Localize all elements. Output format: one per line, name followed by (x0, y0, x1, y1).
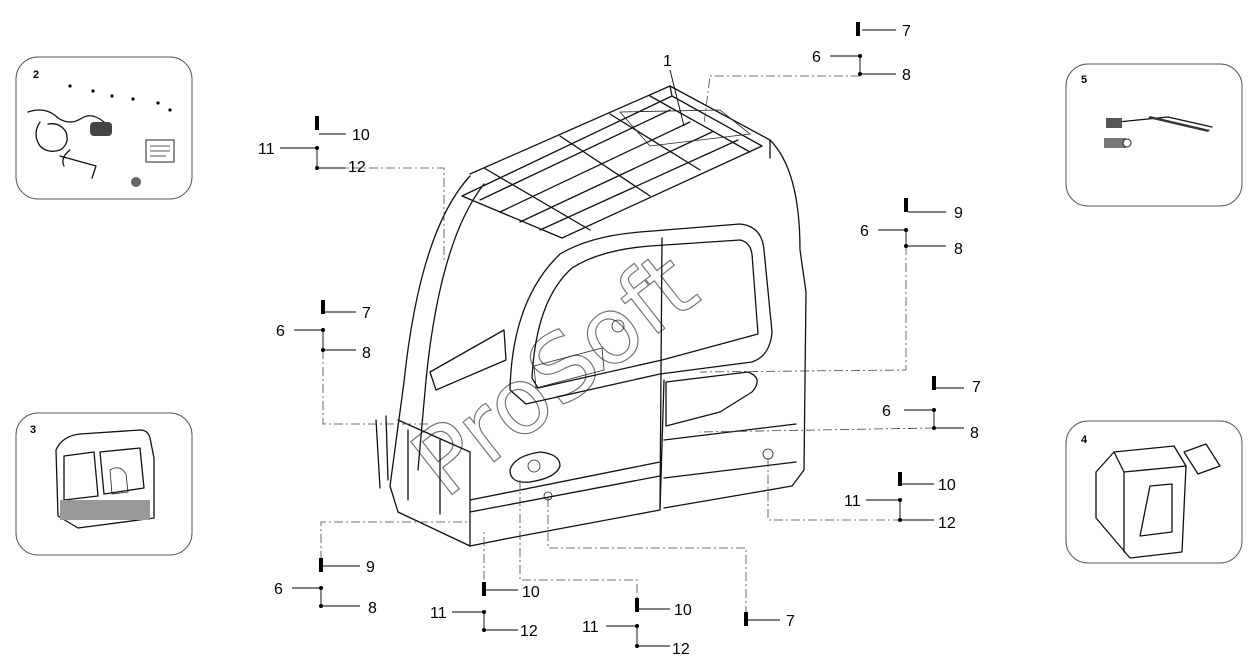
callout-6c: 6 (276, 323, 285, 340)
panel-4-number: 4 (1081, 434, 1088, 446)
wiring-parts-icon (27, 84, 175, 187)
callout-12d: 12 (672, 641, 690, 658)
panel-3-number: 3 (30, 424, 36, 436)
callout-7c: 7 (362, 305, 371, 322)
callout-10d: 10 (674, 602, 692, 619)
panel-5-number: 5 (1081, 74, 1087, 86)
callout-1: 1 (663, 53, 672, 70)
callout-10b: 10 (938, 477, 956, 494)
callout-9b: 9 (954, 205, 963, 222)
callout-7d: 7 (972, 379, 981, 396)
assembly-leader-lines (318, 75, 935, 618)
callout-11c: 11 (430, 605, 447, 622)
wiper-assembly-icon (1104, 116, 1213, 148)
callout-6a: 6 (812, 49, 821, 66)
panel-2-number: 2 (33, 69, 39, 81)
callout-10a: 10 (352, 127, 370, 144)
detail-panel-2: 2 (15, 56, 193, 200)
callout-6e: 6 (274, 581, 283, 598)
svg-text:ProSoft: ProSoft (393, 231, 717, 517)
callout-11b: 11 (844, 493, 861, 510)
detail-panel-3: 3 (15, 412, 193, 556)
callout-11a: 11 (258, 141, 275, 158)
callout-10c: 10 (522, 584, 540, 601)
callout-9e: 9 (366, 559, 375, 576)
callout-12c: 12 (520, 623, 538, 640)
part-callouts: 1 7 6 8 10 11 12 9 6 8 7 6 8 (258, 23, 981, 658)
prosoft-watermark: ProSoft (392, 231, 717, 518)
callout-12a: 12 (348, 159, 366, 176)
cab-thumbnail-icon (55, 429, 155, 529)
detail-panel-5: 5 (1065, 63, 1243, 207)
callout-8b: 8 (954, 241, 963, 258)
callout-11d: 11 (582, 619, 599, 636)
callout-6b: 6 (860, 223, 869, 240)
callout-6d: 6 (882, 403, 891, 420)
callout-12b: 12 (938, 515, 956, 532)
callout-8e: 8 (368, 600, 377, 617)
operator-cab-main-view (375, 85, 807, 547)
fastener-symbols (315, 22, 936, 648)
callout-7a: 7 (902, 23, 911, 40)
detail-panel-4: 4 (1065, 420, 1243, 564)
callout-7f: 7 (786, 613, 795, 630)
callout-8c: 8 (362, 345, 371, 362)
cab-cover-film-icon (1095, 443, 1221, 559)
callout-8d: 8 (970, 425, 979, 442)
callout-8a: 8 (902, 67, 911, 84)
